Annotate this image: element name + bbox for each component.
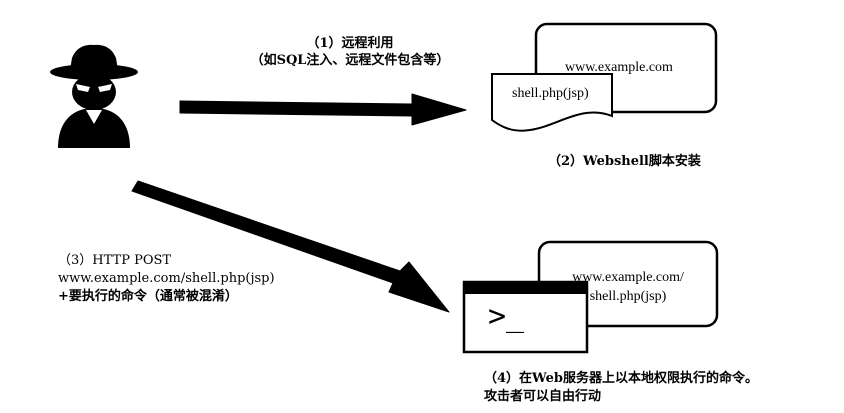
terminal-icon: [462, 280, 589, 354]
step1-detail: （如SQL注入、远程文件包含等）: [250, 53, 450, 68]
step3-url: www.example.com/shell.php(jsp): [58, 271, 275, 286]
step4-line2: 攻击者可以自由行动: [484, 389, 602, 404]
step4-line1: （4）在Web服务器上以本地权限执行的命令。: [484, 371, 758, 386]
hacker-icon: [50, 44, 138, 148]
step1-title: （1）远程利用: [306, 36, 394, 51]
arrow-remote-exploit: [179, 93, 467, 126]
step3-label: （3）HTTP POST www.example.com/shell.php(j…: [58, 252, 275, 306]
step3-title: （3）HTTP POST: [58, 253, 172, 268]
card-bottom-url-line1: www.example.com/: [572, 270, 684, 285]
document-icon: [491, 73, 613, 132]
step2-label: （2）Webshell脚本安装: [548, 154, 701, 169]
card-bottom-url: www.example.com/ shell.php(jsp): [549, 268, 707, 306]
terminal-prompt: >_: [488, 299, 525, 334]
step3-command: +要执行的命令（通常被混淆）: [58, 289, 238, 304]
step1-label: （1）远程利用: [260, 35, 440, 53]
step4-label: （4）在Web服务器上以本地权限执行的命令。 攻击者可以自由行动: [484, 370, 758, 406]
step1-subtitle: （如SQL注入、远程文件包含等）: [190, 52, 510, 70]
document-filename: shell.php(jsp): [512, 86, 589, 101]
card-bottom-url-line2: shell.php(jsp): [589, 289, 667, 304]
arrow-http-post: [131, 180, 450, 313]
card-top-url: www.example.com: [565, 60, 673, 75]
